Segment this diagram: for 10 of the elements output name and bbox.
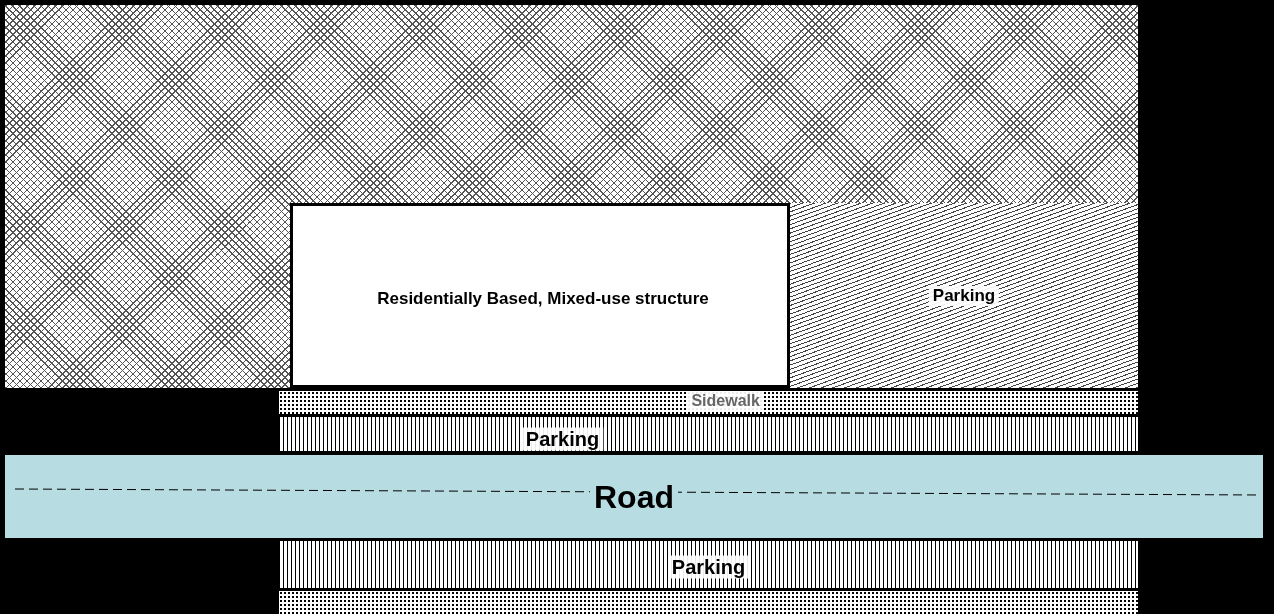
road xyxy=(5,455,1263,538)
sidewalk-strip xyxy=(279,591,1138,614)
area-label: Parking xyxy=(928,285,1000,306)
parking-strip xyxy=(279,417,1138,451)
lot-area xyxy=(5,5,1138,388)
area-label: Sidewalk xyxy=(687,392,764,411)
sidewalk-strip xyxy=(279,391,1138,414)
parking-lot xyxy=(790,203,1138,388)
building-footprint xyxy=(290,203,790,388)
parking-strip xyxy=(279,541,1138,588)
